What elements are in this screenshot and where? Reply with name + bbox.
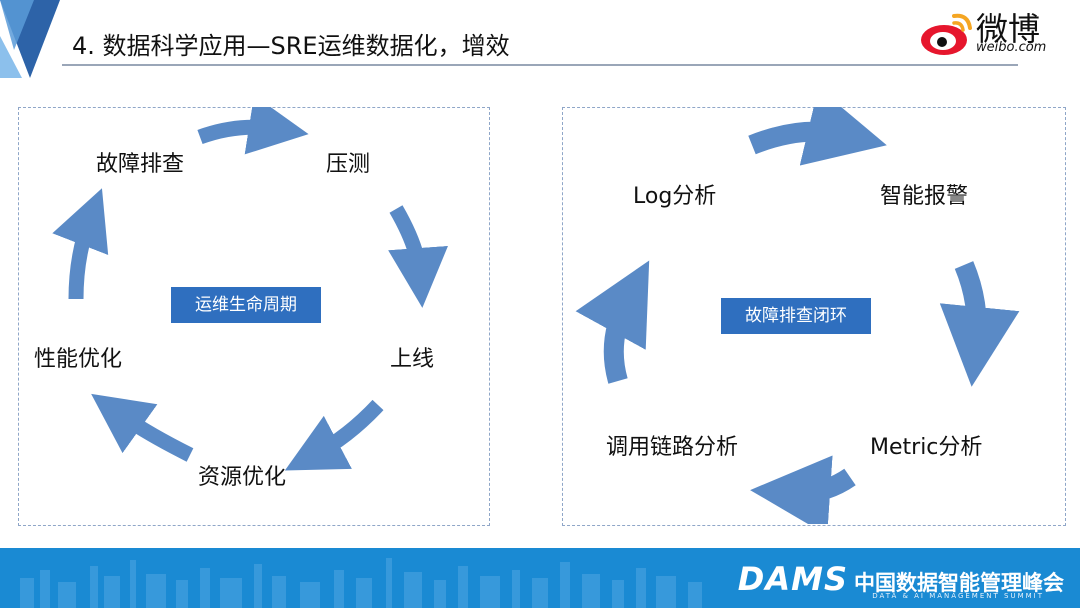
- arrow-trace-to-log: [575, 260, 650, 384]
- node-metric-analysis: Metric分析: [870, 435, 983, 460]
- dams-logo-text: DAMS: [737, 560, 848, 598]
- node-stress-test: 压测: [326, 152, 371, 177]
- troubleshoot-loop-center-label: 故障排查闭环: [721, 298, 871, 334]
- arrow-alert-to-metric: [939, 261, 1020, 387]
- troubleshoot-loop-arrows: [575, 107, 1020, 524]
- corner-triangle-decoration: [0, 0, 60, 78]
- summit-chinese-name: 中国数据智能管理峰会: [854, 571, 1064, 595]
- page-title: 4. 数据科学应用—SRE运维数据化，增效: [72, 32, 510, 60]
- summit-english-name: DATA & AI MANAGEMENT SUMMIT: [872, 592, 1044, 600]
- weibo-logo-text: 微博: [976, 10, 1041, 48]
- node-smart-alert: 智能报警: [880, 184, 969, 209]
- title-underline: [62, 64, 1018, 66]
- node-deploy: 上线: [390, 347, 435, 372]
- node-trace-analysis: 调用链路分析: [606, 435, 739, 460]
- arrow-stress-to-deploy: [388, 205, 448, 308]
- node-log-analysis: Log分析: [633, 184, 717, 209]
- arrow-log-to-alert: [748, 107, 887, 166]
- node-resource-optimize: 资源优化: [198, 465, 287, 490]
- arrow-troubleshoot-to-stress: [197, 107, 309, 155]
- city-skyline-decoration: [20, 558, 702, 608]
- weibo-eye-icon: [921, 13, 972, 55]
- node-performance-optimize: 性能优化: [34, 347, 123, 372]
- arrow-perf-to-troubleshoot: [52, 188, 109, 300]
- lifecycle-arrows: [52, 107, 448, 471]
- node-troubleshoot: 故障排查: [96, 152, 185, 177]
- arrow-resource-to-perf: [91, 393, 194, 462]
- arrow-deploy-to-resource: [284, 399, 384, 471]
- weibo-logo-url: weibo.com: [976, 40, 1047, 55]
- arrow-metric-to-trace: [750, 455, 856, 524]
- lifecycle-center-label: 运维生命周期: [171, 287, 321, 323]
